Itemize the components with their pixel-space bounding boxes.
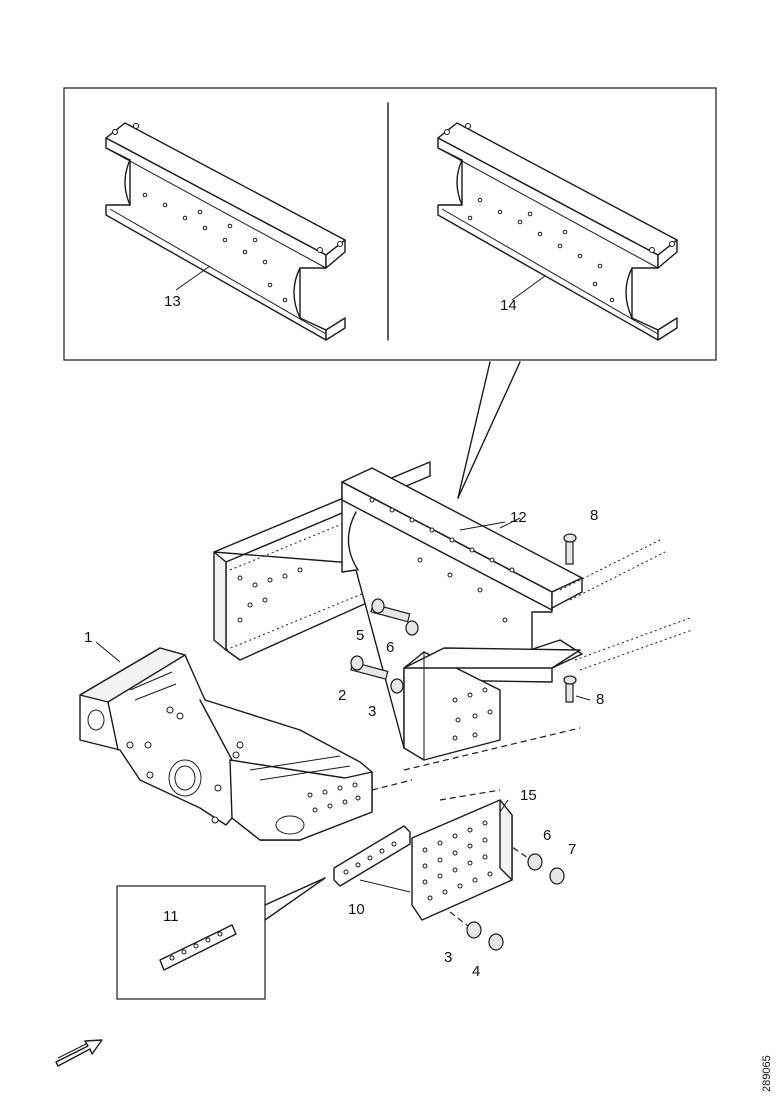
callout-8-bottom: 8 — [596, 691, 604, 708]
callout-12: 12 — [510, 509, 527, 526]
bracket-1 — [79, 647, 413, 841]
callout-15: 15 — [520, 787, 537, 804]
callout-13: 13 — [164, 293, 181, 310]
callout-6-top: 6 — [386, 639, 394, 656]
variant-inset-box — [63, 87, 717, 499]
crossmember-variant-14 — [437, 122, 678, 341]
fastener-set — [350, 533, 577, 951]
callout-3-top: 3 — [368, 703, 376, 720]
callout-4: 4 — [472, 963, 480, 980]
shim-inset-box — [116, 877, 326, 1000]
reinforcement-plate-15 — [411, 799, 513, 921]
callout-6-bottom: 6 — [543, 827, 551, 844]
figure-code: 289065 — [761, 1055, 773, 1092]
callout-leaders — [95, 521, 591, 813]
callout-2: 2 — [338, 687, 346, 704]
callout-1: 1 — [84, 629, 92, 646]
callout-10: 10 — [348, 901, 365, 918]
callout-11: 11 — [163, 908, 179, 925]
callout-labels: 13 14 12 8 5 6 2 3 8 1 15 6 7 10 11 3 4 — [84, 293, 604, 980]
callout-7: 7 — [568, 841, 576, 858]
callout-3-bottom: 3 — [444, 949, 452, 966]
crossmember-variant-13 — [105, 122, 346, 341]
callout-8-top: 8 — [590, 507, 598, 524]
spacer-plate-10 — [333, 825, 411, 893]
callout-5: 5 — [356, 627, 364, 644]
callout-14: 14 — [500, 297, 517, 314]
forward-arrow-icon — [55, 1039, 103, 1067]
